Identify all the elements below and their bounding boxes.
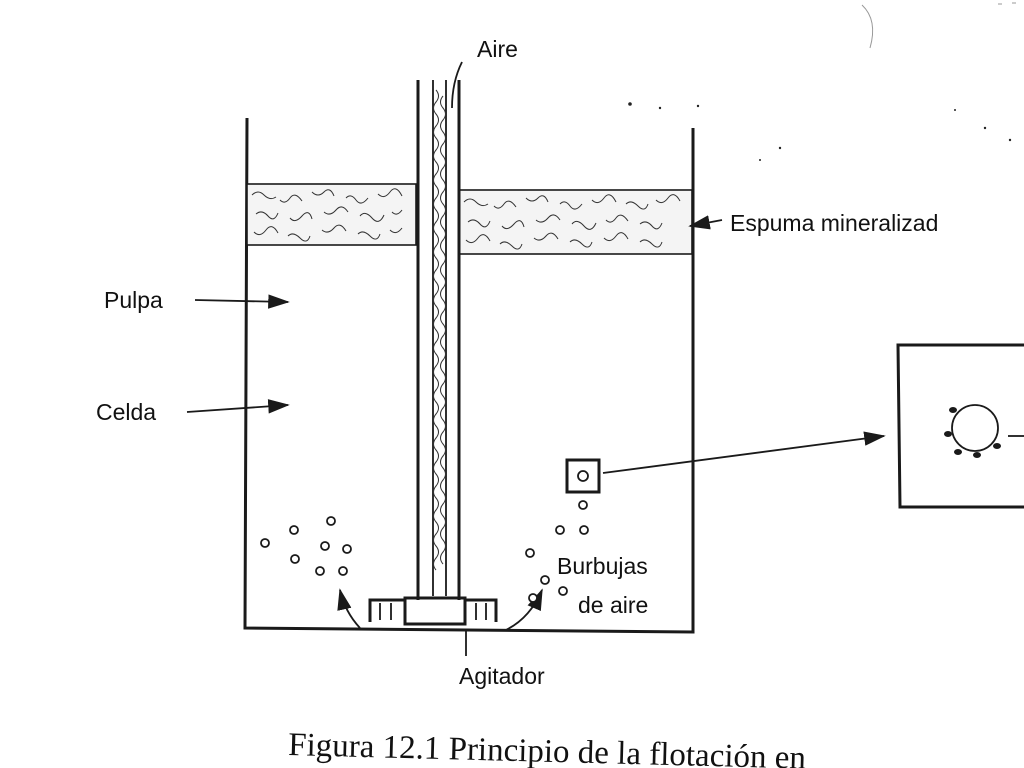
label-pulpa: Pulpa xyxy=(104,287,163,313)
label-aire: Aire xyxy=(477,36,518,62)
sample-box xyxy=(565,458,601,494)
label-agitador: Agitador xyxy=(459,663,545,689)
air-shaft xyxy=(416,80,461,600)
magnify-arrow xyxy=(602,431,886,474)
leader-espuma xyxy=(688,215,723,230)
flow-arrows xyxy=(337,588,543,631)
magnified-view-box xyxy=(896,343,1024,509)
agitator xyxy=(368,596,498,656)
scan-dots xyxy=(628,102,1012,161)
label-burbujas: Burbujas xyxy=(557,553,648,579)
leader-pulpa xyxy=(194,294,290,309)
foam-layer-right xyxy=(458,189,693,255)
label-de-aire: de aire xyxy=(578,592,648,618)
flotation-cell xyxy=(243,117,695,634)
leader-celda xyxy=(186,399,290,414)
air-bubbles-left xyxy=(260,516,352,576)
foam-layer-left xyxy=(246,183,417,246)
scan-artifacts xyxy=(861,2,1016,49)
label-espuma: Espuma mineralizad xyxy=(730,210,938,236)
air-bubbles-right xyxy=(525,500,589,603)
label-celda: Celda xyxy=(96,399,156,425)
figure-caption: Figura 12.1 Principio de la flotación en xyxy=(288,727,807,768)
air-inlet-arrow xyxy=(451,61,463,109)
